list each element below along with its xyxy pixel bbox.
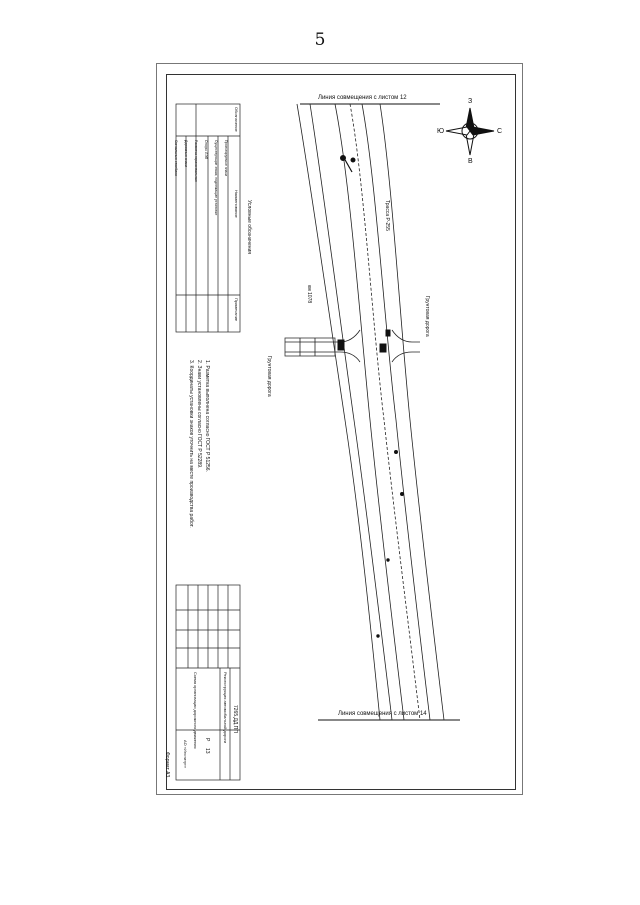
compass-west: З bbox=[468, 98, 473, 105]
note-1: 1. Разметка выполнена согласно ГОСТ Р 51… bbox=[204, 360, 210, 472]
title-block-org: АО «Институт» bbox=[183, 740, 188, 769]
legend-header-note: Примечание bbox=[234, 298, 239, 322]
note-3: 3. Координаты установки знаков уточнить … bbox=[188, 360, 194, 528]
compass-rose bbox=[445, 107, 495, 156]
title-block-sheet: 13 bbox=[204, 748, 210, 754]
side-road bbox=[284, 329, 420, 363]
legend-row-6: Сигнальные столбики bbox=[174, 140, 178, 176]
title-block-stage: Р bbox=[204, 738, 210, 742]
drawing-sheet bbox=[156, 63, 523, 795]
road-name-label: Трасса Р-255 bbox=[384, 200, 390, 231]
legend-header-name: Наименование bbox=[234, 190, 239, 218]
match-line-top-label: Линия совмещения с листом 12 bbox=[318, 95, 407, 101]
drawing-frame bbox=[166, 74, 516, 790]
legend-row-2: Существующие знаки, подлежащие установке bbox=[214, 140, 218, 216]
format-label: Формат А3 bbox=[164, 752, 170, 778]
legend-row-5: Дорожные знаки bbox=[184, 140, 188, 167]
compass-north: С bbox=[497, 128, 503, 135]
compass-south: Ю bbox=[437, 128, 445, 135]
title-block-code: 7265.ДД.ПП bbox=[232, 705, 238, 733]
legend-title: Условные обозначения bbox=[246, 200, 252, 255]
match-line-bottom-label: Линия совмещения с листом 14 bbox=[338, 711, 427, 717]
legend-row-1: Проектируемые знаки bbox=[224, 140, 228, 176]
side-road-right-label: Грунтовая дорога bbox=[424, 296, 430, 337]
main-road bbox=[296, 103, 445, 721]
legend-table bbox=[175, 103, 241, 333]
side-road-left-label: Грунтовая дорога bbox=[266, 356, 272, 397]
title-block bbox=[175, 584, 241, 781]
legend-row-3: Опоры ЛЭП bbox=[204, 140, 208, 160]
legend-header-symbol: Обозначение bbox=[234, 107, 239, 132]
note-2: 2. Знаки установлены согласно ГОСТ Р 522… bbox=[196, 360, 202, 469]
km-label: км 1078 bbox=[306, 285, 312, 304]
road-signs bbox=[337, 155, 404, 638]
page-number: 5 bbox=[314, 30, 326, 50]
legend-row-4: Разметка горизонтальная bbox=[194, 140, 198, 182]
title-block-sheet-name: Схема организации дорожного движения bbox=[193, 672, 198, 749]
title-block-title: Реконструкция автомобильной дороги bbox=[223, 672, 228, 744]
compass-east: В bbox=[468, 158, 473, 165]
